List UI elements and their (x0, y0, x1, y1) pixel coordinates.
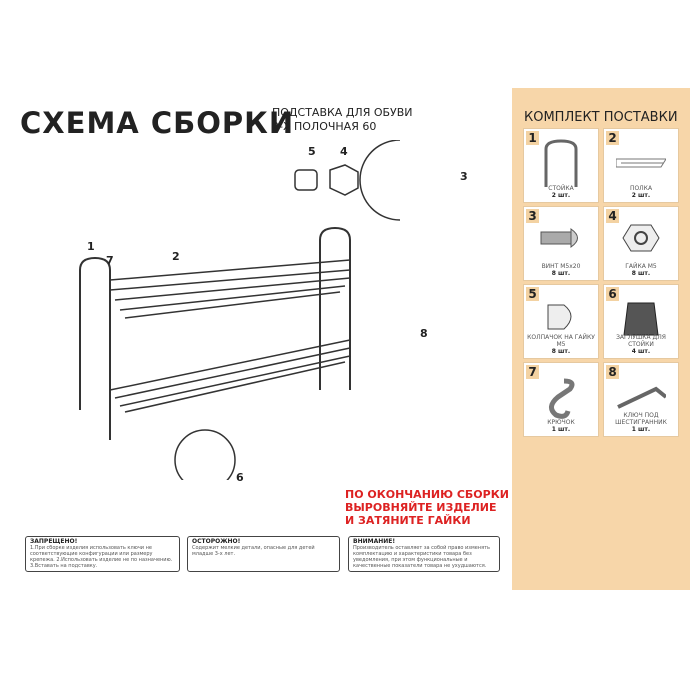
warning-title: ОСТОРОЖНО! (192, 538, 241, 545)
part-icon (623, 302, 659, 336)
assembly-diagram (79, 140, 400, 480)
warning-forbidden: ЗАПРЕЩЕНО!1.При сборке изделия использов… (25, 536, 180, 572)
warning-attention: ВНИМАНИЕ!Производитель оставляет за собо… (348, 536, 500, 572)
part-icon (547, 304, 572, 330)
warning-title: ВНИМАНИЕ! (353, 538, 396, 545)
item-number: 5 (526, 287, 539, 301)
subtitle-line: 2-Х ПОЛОЧНАЯ 60 (272, 120, 377, 133)
item-number: 6 (606, 287, 619, 301)
kit-title: КОМПЛЕКТ ПОСТАВКИ (524, 110, 678, 125)
item-qty: 1 шт. (551, 426, 571, 433)
callout-6: 6 (236, 471, 244, 484)
item-number: 1 (526, 131, 539, 145)
item-number: 8 (606, 365, 619, 379)
callout-7: 7 (106, 254, 114, 267)
item-number: 2 (606, 131, 619, 145)
item-qty: 8 шт. (631, 270, 651, 277)
item-name: КЛЮЧ ПОД ШЕСТИГРАННИК (615, 412, 667, 426)
part-icon (617, 386, 666, 409)
tighten-notice: ПО ОКОНЧАНИЮ СБОРКИ ВЫРОВНЯЙТЕ ИЗДЕЛИЕ И… (345, 488, 509, 527)
page-title: СХЕМА СБОРКИ (20, 106, 295, 140)
part-icon (544, 139, 578, 187)
callout-2: 2 (172, 250, 180, 263)
item-name: ВИНТ М5х20 (541, 263, 581, 270)
item-name: СТОЙКА (548, 185, 574, 192)
item-name: ЗАГЛУШКА ДЛЯ СТОЙКИ (616, 334, 666, 348)
item-name: ГАЙКА М5 (625, 263, 657, 270)
part-icon (616, 158, 666, 168)
item-number: 4 (606, 209, 619, 223)
item-qty: 8 шт. (551, 348, 571, 355)
callout-4: 4 (340, 145, 348, 158)
part-icon (622, 224, 660, 252)
item-name: КРЮЧОК (547, 419, 575, 426)
item-qty: 2 шт. (631, 192, 651, 199)
notice-line: ВЫРОВНЯЙТЕ ИЗДЕЛИЕ (345, 501, 497, 514)
item-qty: 2 шт. (551, 192, 571, 199)
callout-1: 1 (87, 240, 95, 253)
callout-5: 5 (308, 145, 316, 158)
item-number: 3 (526, 209, 539, 223)
item-number: 7 (526, 365, 539, 379)
warning-caution: ОСТОРОЖНО!Содержит мелкие детали, опасны… (187, 536, 340, 572)
part-icon (549, 378, 575, 419)
warning-text: 1.При сборке изделия использовать ключи … (30, 545, 173, 569)
part-icon (540, 228, 578, 248)
warning-text: Содержит мелкие детали, опасные для дете… (192, 545, 315, 557)
item-name: ПОЛКА (629, 185, 653, 192)
warning-title: ЗАПРЕЩЕНО! (30, 538, 78, 545)
notice-line: ПО ОКОНЧАНИЮ СБОРКИ (345, 488, 509, 501)
warning-text: Производитель оставляет за собой право и… (353, 545, 490, 569)
callout-8: 8 (420, 327, 428, 340)
item-qty: 1 шт. (631, 426, 651, 433)
item-name: КОЛПАЧОК НА ГАЙКУ М5 (527, 334, 595, 348)
notice-line: И ЗАТЯНИТЕ ГАЙКИ (345, 514, 471, 527)
item-qty: 4 шт. (631, 348, 651, 355)
subtitle-line: ПОДСТАВКА ДЛЯ ОБУВИ (272, 106, 413, 119)
callout-3: 3 (460, 170, 468, 183)
item-qty: 8 шт. (551, 270, 571, 277)
